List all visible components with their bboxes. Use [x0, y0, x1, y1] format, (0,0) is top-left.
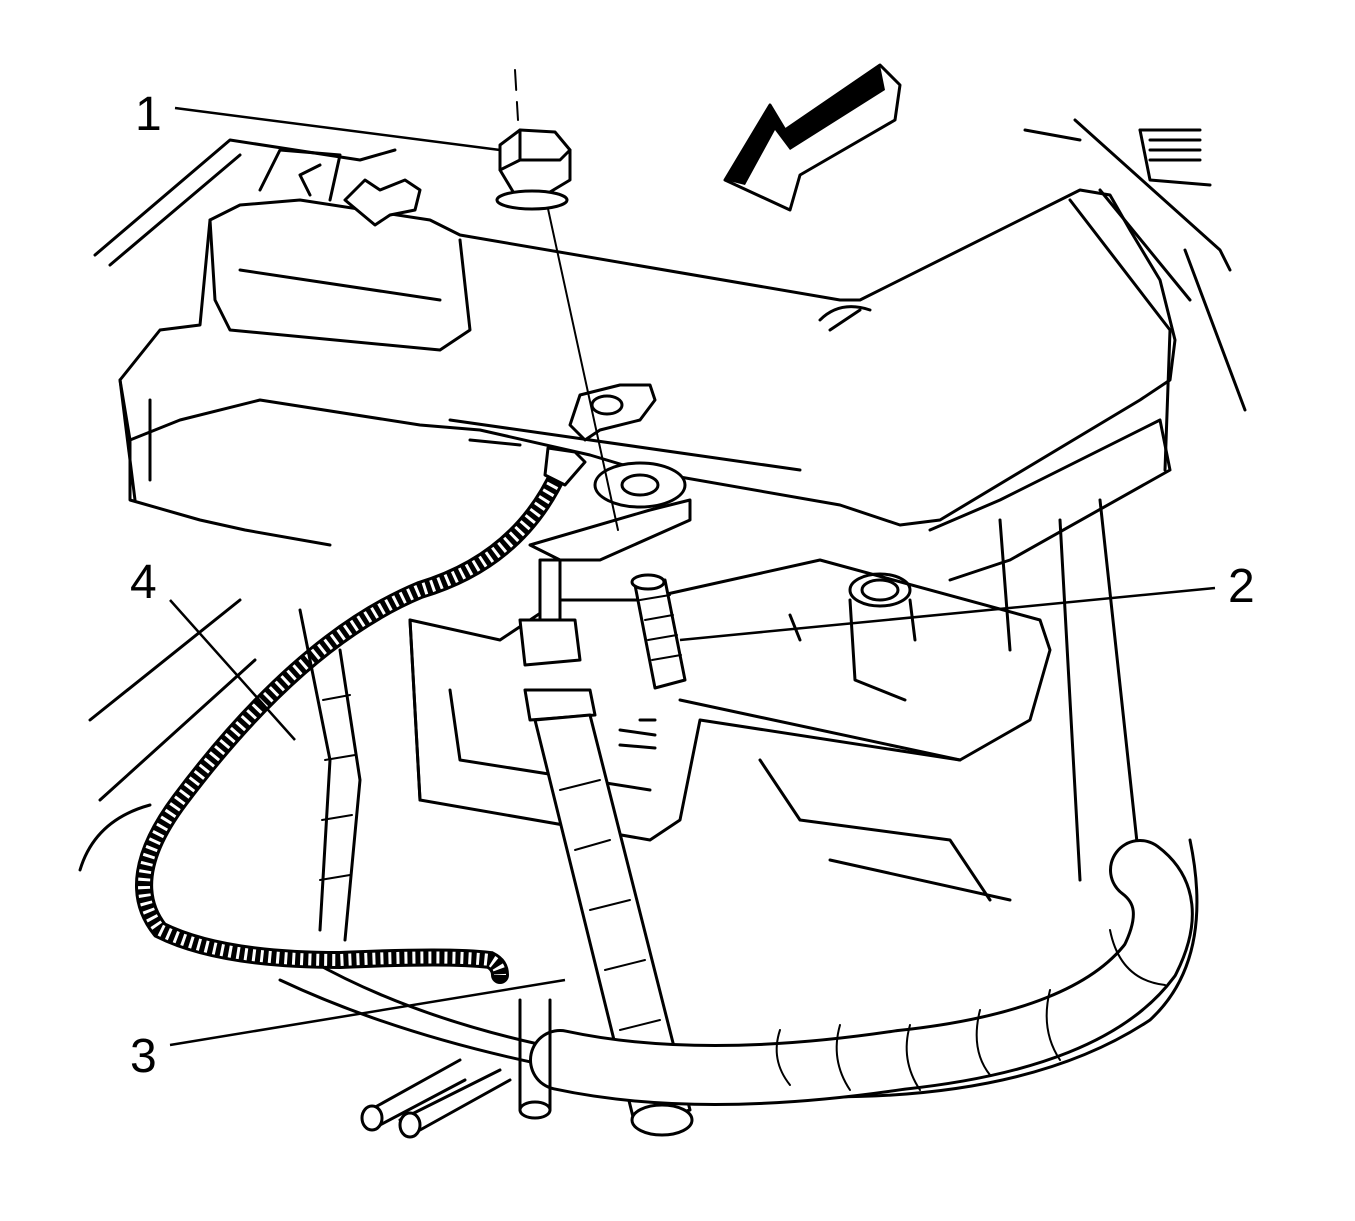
lower-harness [298, 608, 1194, 1139]
forward-arrow-icon [723, 63, 902, 212]
nut-1 [495, 69, 619, 531]
small-arrow-icon [343, 178, 422, 227]
module-housing [118, 128, 1212, 547]
callout-2: 2 [1228, 560, 1255, 613]
callout-4: 4 [130, 556, 157, 609]
callout-1: 1 [135, 88, 162, 141]
callout-leaders [169, 106, 1216, 1047]
harness-4 [135, 383, 657, 984]
stud-2 [630, 573, 687, 690]
strap-3 [518, 461, 694, 1137]
callout-3: 3 [130, 1030, 157, 1083]
